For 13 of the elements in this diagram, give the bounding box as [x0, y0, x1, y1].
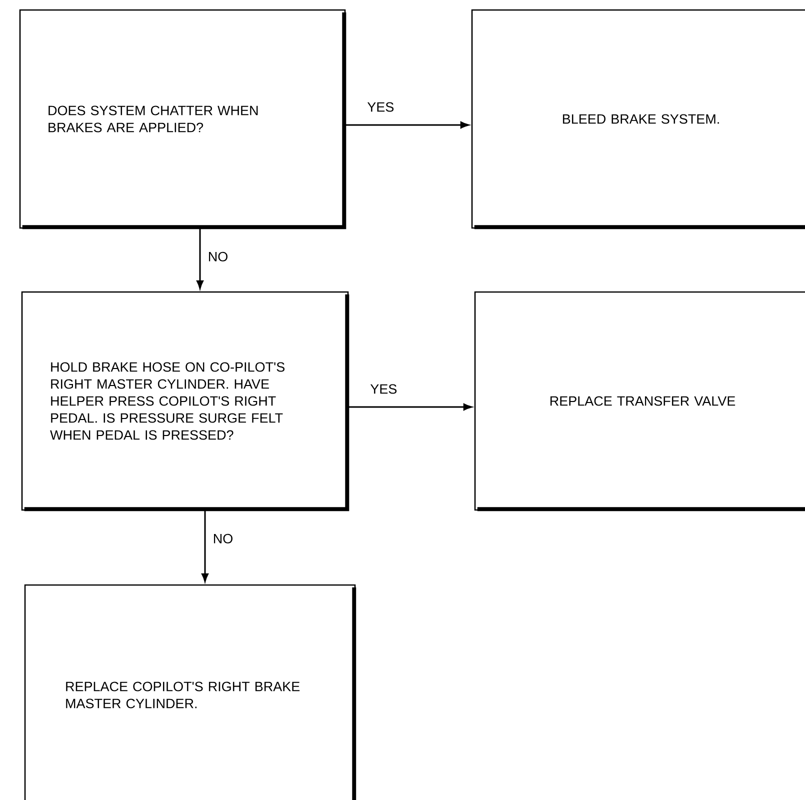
arrow	[202, 510, 208, 582]
process-box: BLEED BRAKE SYSTEM.	[471, 9, 805, 230]
edge-label: YES	[367, 102, 394, 112]
edge-label: NO	[209, 252, 228, 262]
edge-label: NO	[214, 534, 232, 544]
process-box: REPLACE TRANSFER VALVE	[474, 291, 805, 512]
process-box: REPLACE COPILOT'S RIGHT BRAKE MASTER CYLINDER.	[24, 584, 356, 800]
arrow	[346, 122, 469, 128]
process-box: HOLD BRAKE HOSE ON CO-PILOT'S RIGHT MASTER CYLINDER. HAVE HELPER PRESS COPILOT'S RIGHT PEDAL. IS PRESSURE SURGE FELT WHEN PEDAL IS PRESSED?	[21, 291, 350, 512]
arrow	[348, 404, 472, 410]
arrow	[196, 228, 204, 289]
edge-label: YES	[370, 384, 397, 394]
process-box: DOES SYSTEM CHATTER WHEN BRAKES ARE APPLIED?	[19, 9, 346, 230]
